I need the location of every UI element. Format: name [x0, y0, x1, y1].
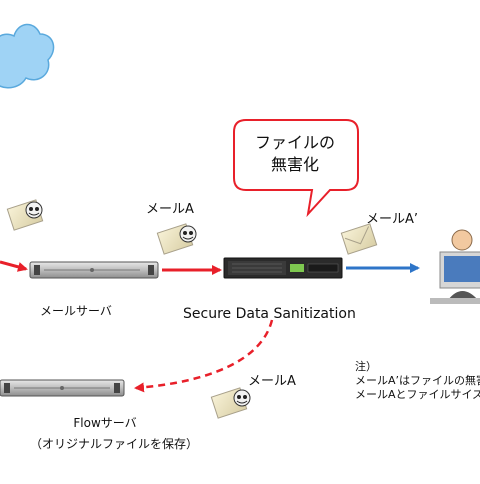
label-flow-server: Flowサーバ （オリジナルファイルを保存）	[30, 414, 199, 452]
bubble-line-1: ファイルの	[254, 133, 335, 152]
note-title: 注）	[355, 360, 377, 373]
bubble-line-2: 無害化	[270, 155, 319, 174]
infected-mail-envelope-icon	[210, 387, 251, 419]
dashed-red-arrow-to-flow-server	[134, 319, 274, 393]
mail-server-icon	[29, 261, 159, 279]
cloud-icon	[0, 23, 55, 89]
label-sds: Secure Data Sanitization	[183, 306, 356, 322]
note-box: 注） メールA’はファイルの無害 メールAとファイルサイズが	[355, 360, 480, 402]
pc-user-icon	[430, 229, 480, 304]
infected-mail-envelope-icon	[156, 223, 197, 255]
sds-appliance-icon	[223, 257, 343, 279]
label-mail-a-bottom: メールA	[248, 374, 296, 389]
speech-bubble	[233, 119, 359, 218]
clean-mail-envelope-icon	[340, 223, 378, 255]
flow-server-icon	[0, 379, 125, 397]
note-line-1: メールA’はファイルの無害	[355, 374, 480, 387]
flow-server-line-2: （オリジナルファイルを保存）	[30, 437, 199, 451]
label-mail-a-prime: メールA’	[366, 212, 419, 227]
label-mail-server: メールサーバ	[40, 304, 112, 318]
incoming-red-arrow	[0, 260, 28, 272]
speech-bubble-text: ファイルの 無害化	[236, 132, 354, 176]
label-mail-a-top: メールA	[146, 202, 194, 217]
flow-server-line-1: Flowサーバ	[73, 416, 137, 430]
infected-mail-envelope-icon	[6, 199, 44, 231]
note-line-2: メールAとファイルサイズが	[355, 388, 480, 401]
